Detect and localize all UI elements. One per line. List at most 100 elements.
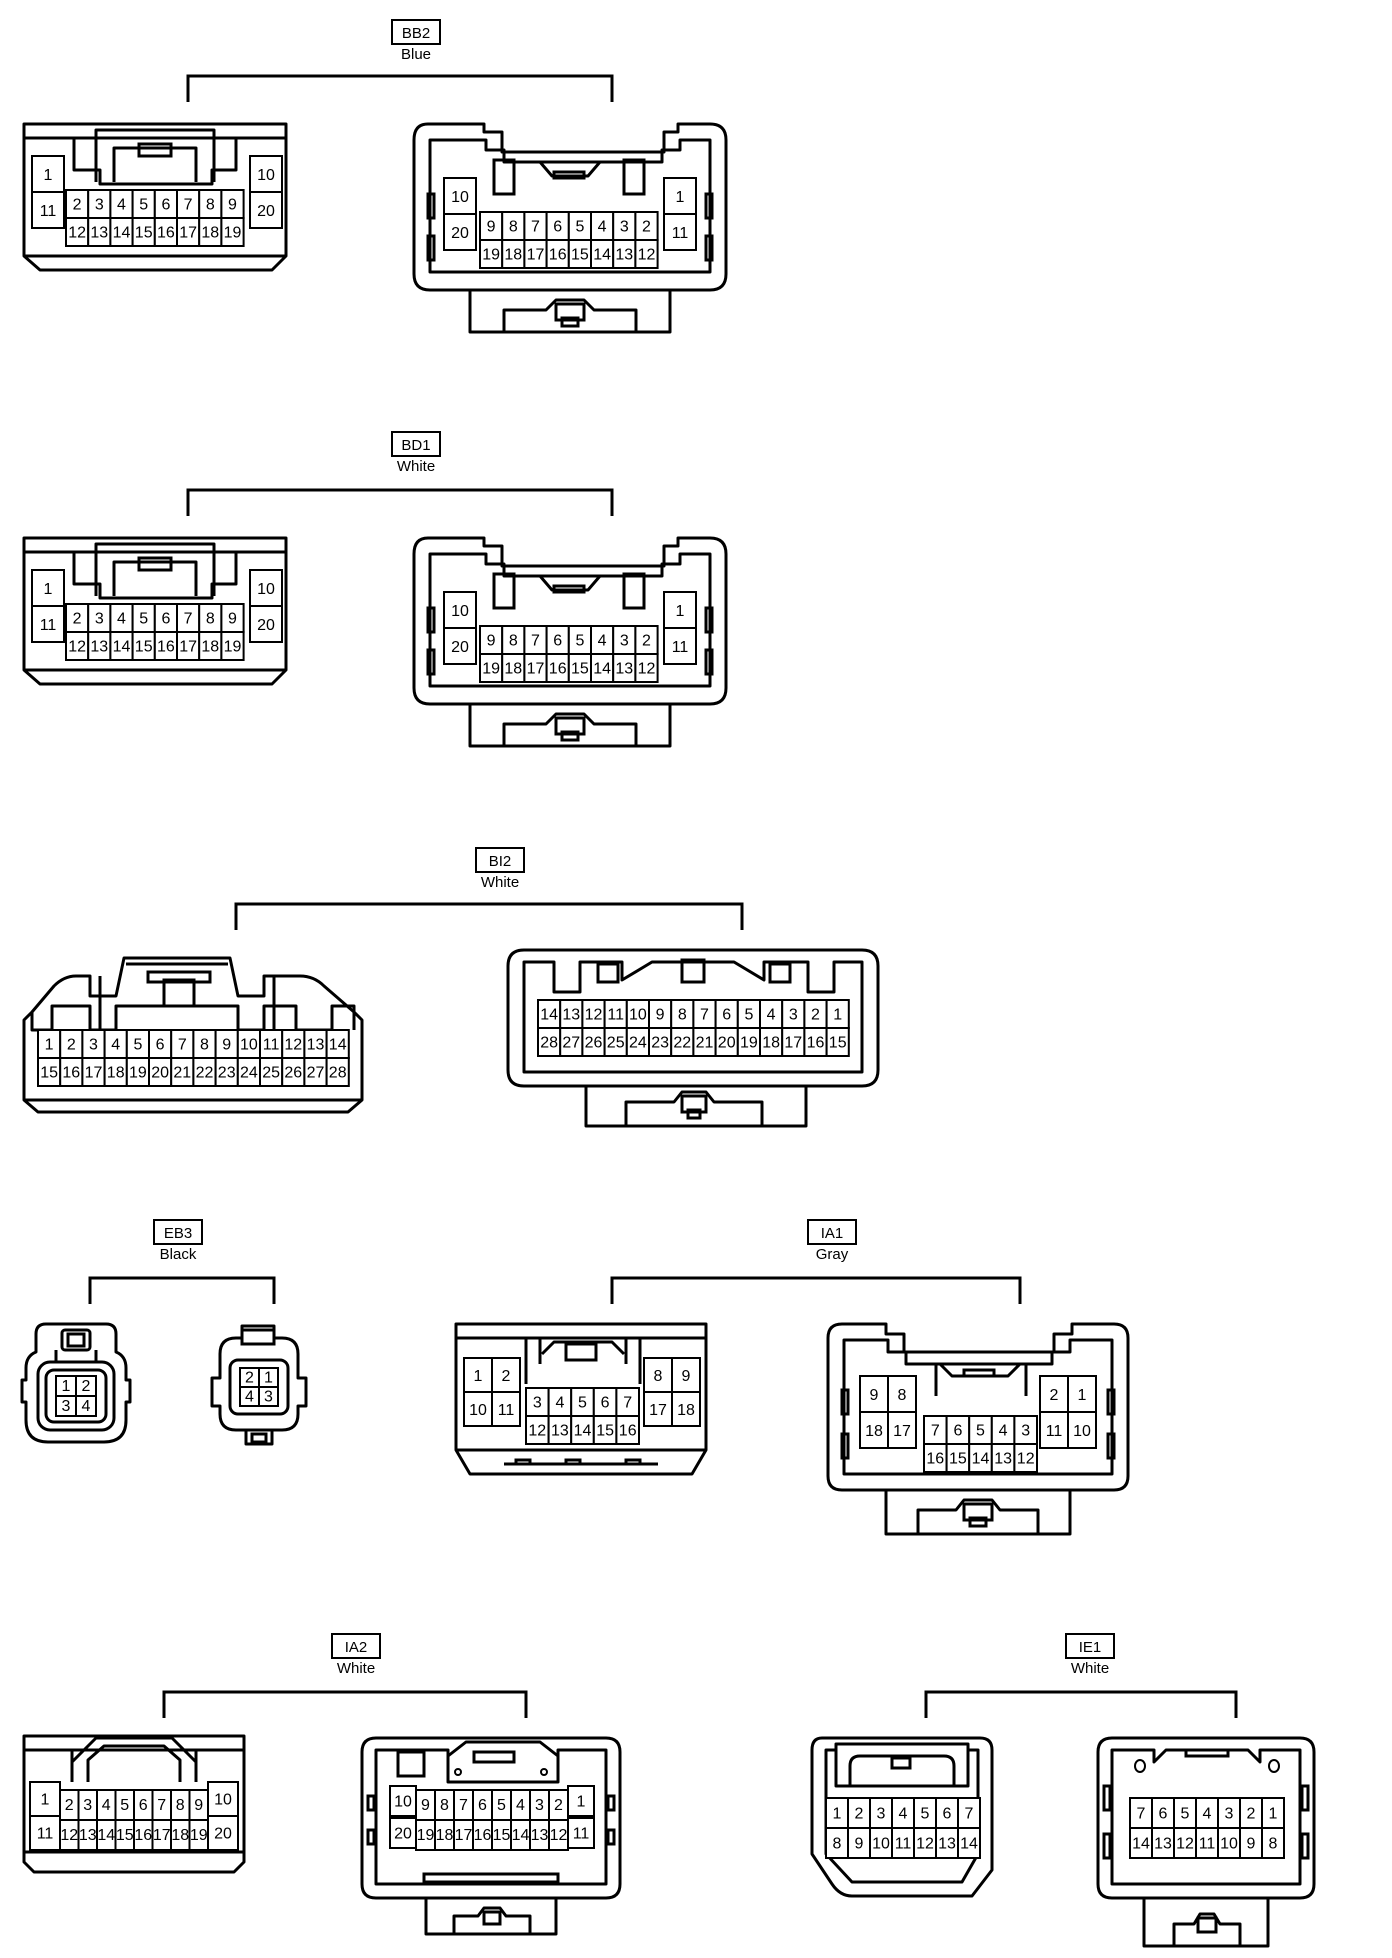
pin-number: 18 bbox=[504, 246, 522, 263]
body-outline bbox=[552, 170, 586, 180]
pin-number: 28 bbox=[329, 1064, 347, 1081]
pin-number: 12 bbox=[1017, 1450, 1035, 1467]
pin-number: 10 bbox=[257, 581, 275, 598]
pin-cavity: 25 bbox=[259, 1057, 284, 1087]
pin-number: 16 bbox=[619, 1422, 637, 1439]
pin-cavity: 5 bbox=[567, 625, 592, 655]
pin-cavity: 18 bbox=[198, 631, 223, 661]
pin-number: 18 bbox=[677, 1402, 695, 1419]
body-outline bbox=[492, 158, 516, 196]
connector-color: White bbox=[337, 1660, 375, 1677]
pin-cavity: 12 bbox=[1173, 1827, 1197, 1859]
body-outline bbox=[468, 290, 672, 334]
pin-cavity: 13 bbox=[529, 1819, 550, 1851]
connector-color: Gray bbox=[816, 1246, 849, 1263]
pin-number: 23 bbox=[651, 1034, 669, 1051]
pin-cell bbox=[634, 239, 659, 269]
pin-cavity: 2 bbox=[65, 189, 90, 219]
pin-number: 15 bbox=[571, 660, 589, 677]
pin-number: 5 bbox=[575, 218, 584, 235]
pin-cavity: 26 bbox=[281, 1057, 306, 1087]
pin-cell bbox=[1013, 1443, 1039, 1473]
pin-number: 13 bbox=[615, 246, 633, 263]
pin-cavity: 9 bbox=[479, 625, 504, 655]
body-outline bbox=[1300, 1784, 1310, 1812]
pin-cavity: 11 bbox=[891, 1827, 915, 1859]
pin-number: 8 bbox=[440, 1797, 449, 1814]
pin-cavity: 3 bbox=[781, 999, 806, 1029]
pin-cavity: 2 bbox=[548, 1789, 569, 1821]
pin-cavity: 9 bbox=[220, 189, 245, 219]
pin-cavity: 14 bbox=[957, 1827, 981, 1859]
pin-cavity: 1 bbox=[825, 999, 850, 1029]
pin-number: 1 bbox=[44, 581, 53, 598]
pin-number: 11 bbox=[672, 639, 689, 656]
pin-cavity: 6 bbox=[1151, 1797, 1175, 1829]
pin-cavity: 14 bbox=[109, 217, 134, 247]
pin-cavity: 10 bbox=[389, 1785, 417, 1817]
pin-number: 6 bbox=[722, 1006, 731, 1023]
pin-cavity: 26 bbox=[581, 1027, 606, 1057]
pin-number: 2 bbox=[855, 1805, 864, 1822]
pin-number: 26 bbox=[585, 1034, 603, 1051]
pin-cavity: 13 bbox=[87, 631, 112, 661]
pin-cavity: 1 bbox=[567, 1785, 595, 1817]
body-outline bbox=[522, 960, 864, 1074]
pin-number: 17 bbox=[455, 1827, 473, 1844]
pin-cavity: 24 bbox=[236, 1057, 262, 1087]
pin-cell bbox=[859, 1375, 889, 1413]
pin-cavity: 8 bbox=[501, 211, 526, 241]
pin-cavity: 6 bbox=[472, 1789, 493, 1821]
pin-number: 20 bbox=[214, 1825, 232, 1842]
body-outline bbox=[422, 1872, 560, 1884]
pin-number: 7 bbox=[178, 1036, 187, 1053]
pin-number: 16 bbox=[549, 660, 567, 677]
pin-cavity: 5 bbox=[1173, 1797, 1197, 1829]
pin-cell bbox=[207, 1815, 239, 1851]
pin-number: 14 bbox=[574, 1422, 592, 1439]
pin-cell bbox=[249, 191, 283, 229]
pin-number: 9 bbox=[228, 610, 237, 627]
pin-number: 13 bbox=[994, 1450, 1012, 1467]
connector-id: EB3 bbox=[164, 1225, 192, 1242]
pin-cavity: 10 bbox=[1067, 1411, 1097, 1449]
pin-cavity: 3 bbox=[525, 1387, 550, 1417]
pin-number: 1 bbox=[474, 1368, 483, 1385]
pin-cavity: 18 bbox=[501, 653, 526, 683]
pin-cavity: 10 bbox=[207, 1781, 239, 1817]
body-outline bbox=[842, 1338, 1114, 1476]
pin-cavity: 8 bbox=[198, 189, 223, 219]
pin-cavity: 15 bbox=[491, 1819, 512, 1851]
pin-number: 18 bbox=[201, 638, 219, 655]
pin-cell bbox=[325, 1057, 350, 1087]
pin-number: 13 bbox=[307, 1036, 325, 1053]
pin-number: 9 bbox=[870, 1387, 879, 1404]
pin-number: 11 bbox=[672, 225, 689, 242]
pin-number: 16 bbox=[157, 638, 175, 655]
pin-cavity: 6 bbox=[153, 603, 179, 633]
pin-cell bbox=[1039, 1411, 1069, 1449]
connector-id-box bbox=[807, 1219, 857, 1245]
pin-cavity: 6 bbox=[935, 1797, 959, 1829]
pin-number: 11 bbox=[607, 1006, 624, 1023]
pin-cavity: 5 bbox=[968, 1415, 993, 1445]
body-outline bbox=[22, 956, 364, 1114]
pin-cavity: 1 bbox=[1067, 1375, 1097, 1413]
pin-number: 12 bbox=[60, 1827, 78, 1844]
pin-cavity: 5 bbox=[131, 603, 156, 633]
pin-number: 5 bbox=[744, 1006, 753, 1023]
pin-cavity: 3 bbox=[87, 603, 112, 633]
body-outline bbox=[538, 575, 602, 592]
pin-cavity: 15 bbox=[131, 217, 156, 247]
pin-cavity: 16 bbox=[59, 1057, 84, 1087]
connector-id-box bbox=[153, 1219, 203, 1245]
body-outline bbox=[934, 1364, 1028, 1396]
pin-number: 7 bbox=[700, 1006, 709, 1023]
body-outline bbox=[396, 1750, 426, 1778]
pin-cavity: 3 bbox=[77, 1789, 98, 1821]
pin-cavity: 11 bbox=[29, 1815, 61, 1851]
pin-cell bbox=[957, 1827, 981, 1859]
body-outline bbox=[1196, 1916, 1218, 1934]
